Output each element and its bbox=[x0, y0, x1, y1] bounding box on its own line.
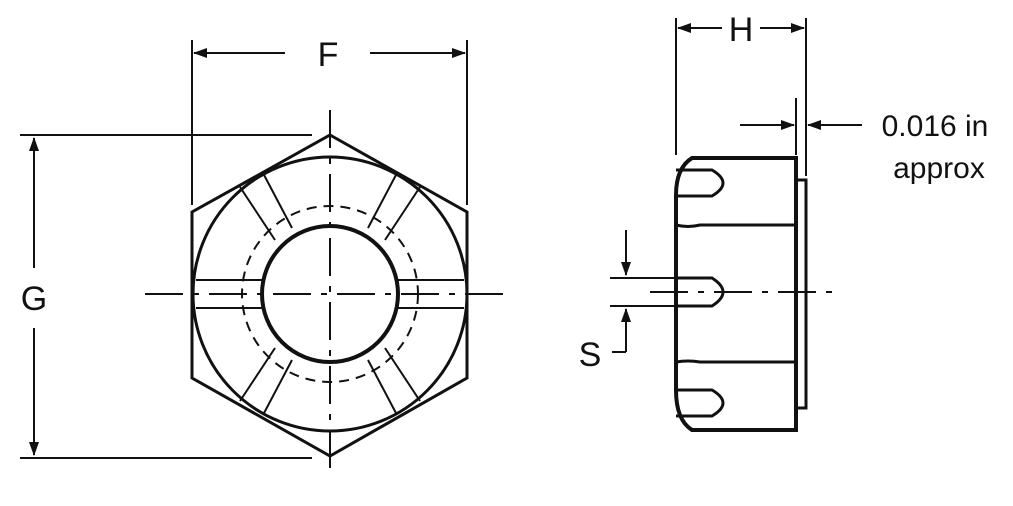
front-centerlines bbox=[145, 110, 512, 478]
label-f: F bbox=[318, 36, 339, 74]
slot-lines bbox=[196, 172, 464, 416]
label-clearance-value: 0.016 in bbox=[882, 110, 989, 143]
label-clearance-note: approx bbox=[893, 152, 985, 185]
dimension-f bbox=[191, 40, 468, 205]
label-h: H bbox=[729, 11, 754, 49]
side-view: H 0.016 in approx S bbox=[579, 11, 989, 432]
label-g: G bbox=[21, 280, 47, 318]
front-view: F G bbox=[20, 36, 512, 478]
dimension-clearance bbox=[740, 98, 862, 155]
dimension-g bbox=[20, 134, 312, 459]
dimension-s bbox=[610, 230, 680, 353]
flat-lines bbox=[675, 223, 796, 364]
dimension-h bbox=[675, 18, 807, 176]
label-s: S bbox=[579, 336, 602, 374]
